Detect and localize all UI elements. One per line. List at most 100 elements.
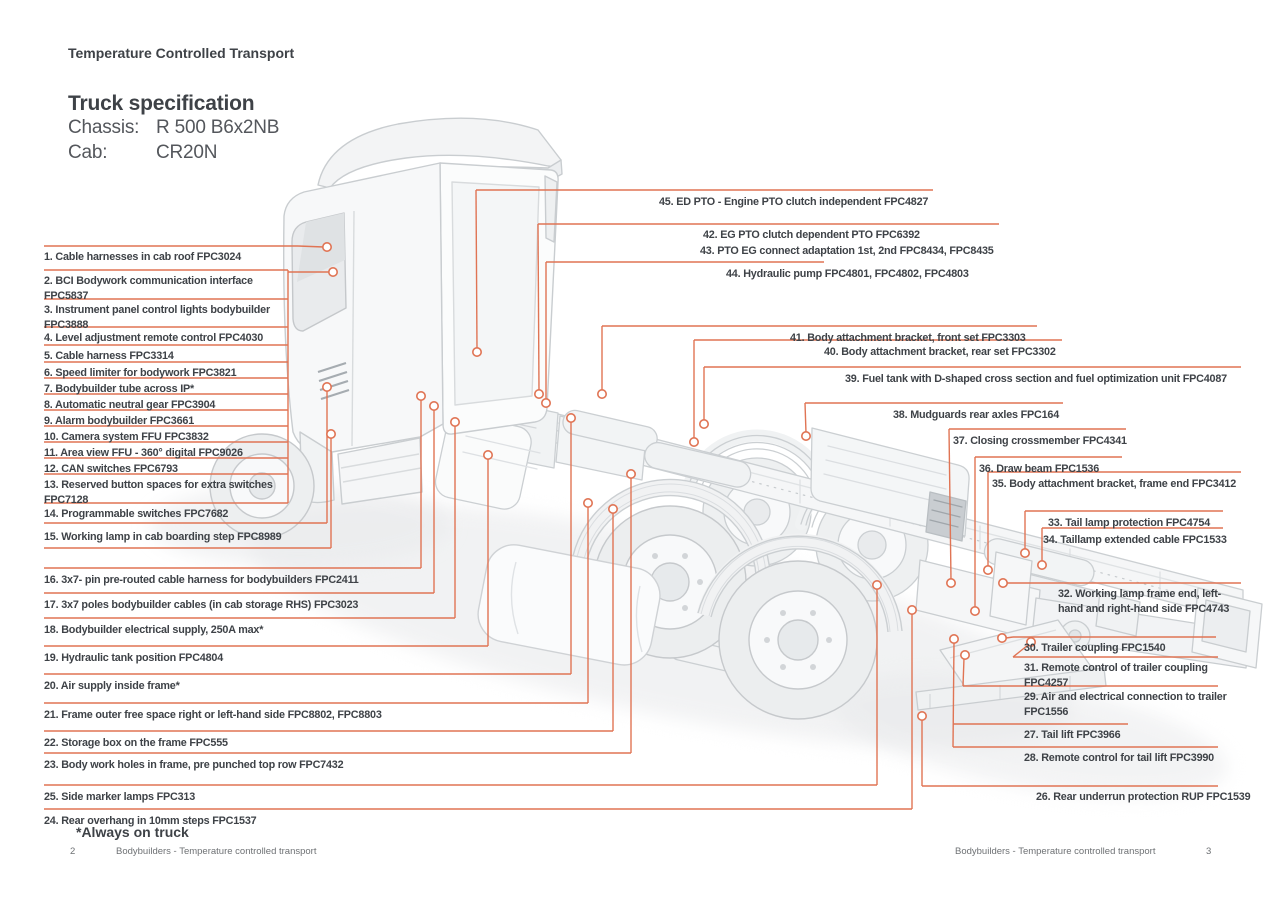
spec-label-33: 33. Tail lamp protection FPC4754 [1048, 517, 1211, 529]
spec-label-38: 38. Mudguards rear axles FPC164 [893, 409, 1060, 421]
callout-dot [1019, 547, 1030, 558]
callout-dot [916, 710, 927, 721]
footer-text-right: Bodybuilders - Temperature controlled tr… [955, 846, 1156, 857]
callout-dot [997, 577, 1008, 588]
page-number-left: 2 [70, 846, 76, 857]
spec-label-39: 39. Fuel tank with D-shaped cross sectio… [845, 373, 1227, 385]
callout-dot [996, 632, 1007, 643]
callout-dot [948, 633, 959, 644]
spec-label-21: 21. Frame outer free space right or left… [44, 709, 382, 721]
callout-dot [607, 503, 618, 514]
callout-dot [1026, 636, 1037, 647]
truck-rear-end [915, 551, 1263, 711]
callout-dot [325, 428, 336, 439]
leader-line [537, 223, 540, 392]
callout-dot [688, 436, 699, 447]
page-title: Truck specification [68, 92, 255, 115]
callout-dot [327, 266, 338, 277]
spec-label-7: 7. Bodybuilder tube across IP* [44, 383, 194, 395]
spec-label-11: 11. Area view FFU - 360° digital FPC9026 [44, 447, 243, 459]
cab-row: Cab: CR20N [68, 142, 218, 164]
callout-dot [471, 346, 482, 357]
spec-label-16: 16. 3x7- pin pre-routed cable harness fo… [44, 574, 359, 586]
spec-label-22: 22. Storage box on the frame FPC555 [44, 737, 228, 749]
spec-label-3: 3. Instrument panel control lights bodyb… [44, 304, 270, 331]
spec-label-20: 20. Air supply inside frame* [44, 680, 180, 692]
callout-dot [906, 604, 917, 615]
leader-lines [44, 189, 1241, 810]
footnote: *Always on truck [76, 824, 189, 840]
spec-label-26: 26. Rear underrun protection RUP FPC1539 [1036, 791, 1251, 803]
callout-dot [800, 430, 811, 441]
callout-dot [982, 564, 993, 575]
spec-label-40: 40. Body attachment bracket, rear set FP… [824, 346, 1056, 358]
spec-label-10: 10. Camera system FFU FPC3832 [44, 431, 209, 443]
spec-label-28: 28. Remote control for tail lift FPC3990 [1024, 752, 1214, 764]
spec-label-25: 25. Side marker lamps FPC313 [44, 791, 196, 803]
spec-label-34: 34. Taillamp extended cable FPC1533 [1043, 534, 1227, 546]
callout-dot [482, 449, 493, 460]
spec-label-15: 15. Working lamp in cab boarding step FP… [44, 531, 282, 543]
spec-label-5: 5. Cable harness FPC3314 [44, 350, 174, 362]
leader-line [1005, 636, 1014, 639]
spec-label-8: 8. Automatic neutral gear FPC3904 [44, 399, 216, 411]
spec-label-31: 31. Remote control of trailer coupling F… [1024, 662, 1208, 689]
spec-label-32: 32. Working lamp frame end, left- hand a… [1058, 588, 1230, 615]
spec-label-27: 27. Tail lift FPC3966 [1024, 729, 1121, 741]
callout-dot [533, 388, 544, 399]
chassis-label: Chassis: [68, 117, 140, 138]
leader-line [962, 657, 965, 687]
spec-label-14: 14. Programmable switches FPC7682 [44, 508, 229, 520]
callout-dot [1037, 559, 1048, 570]
spec-label-19: 19. Hydraulic tank position FPC4804 [44, 652, 224, 664]
chassis-row: Chassis: R 500 B6x2NB [68, 117, 279, 139]
leader-line [297, 245, 325, 248]
spec-label-45: 45. ED PTO - Engine PTO clutch independe… [659, 196, 929, 208]
callout-dot [540, 397, 551, 408]
callout-dot [945, 577, 956, 588]
spec-label-37: 37. Closing crossmember FPC4341 [953, 435, 1127, 447]
callout-dot [321, 242, 332, 253]
callout-dot [698, 418, 709, 429]
cab-label: Cab: [68, 142, 108, 163]
callout-dot [415, 390, 426, 401]
document-eyebrow: Temperature Controlled Transport [68, 45, 295, 61]
spec-label-18: 18. Bodybuilder electrical supply, 250A … [44, 624, 264, 636]
spec-label-44: 44. Hydraulic pump FPC4801, FPC4802, FPC… [726, 268, 969, 280]
spec-label-29: 29. Air and electrical connection to tra… [1024, 691, 1227, 718]
callout-dots [321, 242, 1048, 721]
leader-line [952, 641, 955, 748]
spec-label-23: 23. Body work holes in frame, pre punche… [44, 759, 344, 771]
callout-dot [428, 400, 439, 411]
leader-line [475, 189, 478, 350]
spec-label-35: 35. Body attachment bracket, frame end F… [992, 478, 1237, 490]
callout-dot [871, 579, 882, 590]
spec-label-2: 2. BCI Bodywork communication interface … [44, 275, 253, 302]
callout-dot [969, 605, 980, 616]
leader-line [948, 428, 952, 581]
spec-label-9: 9. Alarm bodybuilder FPC3661 [44, 415, 195, 427]
spec-label-17: 17. 3x7 poles bodybuilder cables (in cab… [44, 599, 359, 611]
callout-dot [959, 649, 970, 660]
spec-label-4: 4. Level adjustment remote control FPC40… [44, 332, 264, 344]
callout-dot [565, 412, 576, 423]
spec-label-12: 12. CAN switches FPC6793 [44, 463, 178, 475]
spec-label-43: 43. PTO EG connect adaptation 1st, 2nd F… [700, 245, 994, 257]
spec-label-1: 1. Cable harnesses in cab roof FPC3024 [44, 251, 242, 263]
callout-dot [449, 416, 460, 427]
leader-line [804, 402, 807, 434]
spec-label-30: 30. Trailer coupling FPC1540 [1024, 642, 1166, 654]
spec-label-41: 41. Body attachment bracket, front set F… [790, 332, 1026, 344]
spec-label-6: 6. Speed limiter for bodywork FPC3821 [44, 367, 237, 379]
leader-line [1012, 644, 1029, 658]
spec-label-36: 36. Draw beam FPC1536 [979, 463, 1100, 475]
footer-text-left: Bodybuilders - Temperature controlled tr… [116, 846, 317, 857]
spec-label-42: 42. EG PTO clutch dependent PTO FPC6392 [703, 229, 920, 241]
cab-value: CR20N [156, 142, 218, 163]
callout-dot [582, 497, 593, 508]
callout-dot [321, 381, 332, 392]
chassis-value: R 500 B6x2NB [156, 117, 280, 138]
spec-label-24: 24. Rear overhang in 10mm steps FPC1537 [44, 815, 257, 827]
